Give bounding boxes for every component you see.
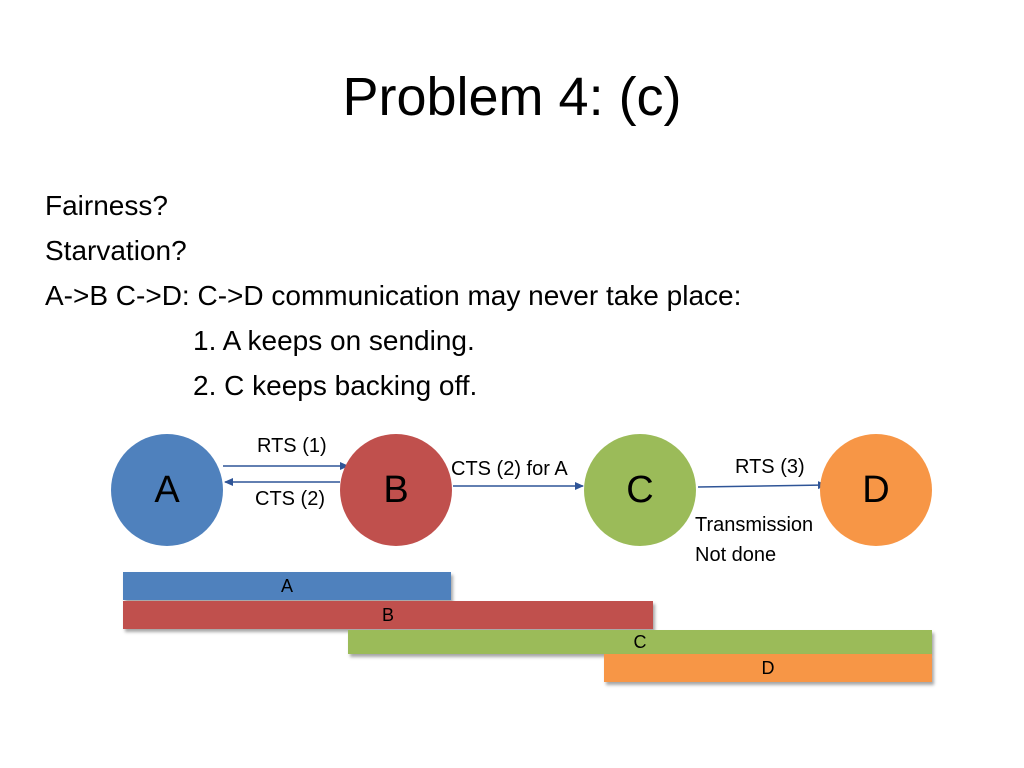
label-cts2: CTS (2): [255, 488, 325, 510]
label-not-done: Not done: [695, 544, 777, 566]
label-transmission: Transmission: [695, 514, 814, 536]
timeline-bar-d: D: [604, 654, 932, 682]
arrow-rts3-c-to-d: [697, 481, 827, 490]
timeline-bar-c: C: [348, 630, 932, 654]
timeline-bar-b: B: [123, 601, 653, 629]
node-a: A: [111, 434, 223, 546]
body-line-fairness: Fairness?: [45, 190, 168, 221]
label-rts3: RTS (3): [735, 456, 805, 478]
body-line-point-2: 2. C keeps backing off.: [193, 370, 478, 401]
node-b: B: [340, 434, 452, 546]
body-line-starvation: Starvation?: [45, 235, 187, 266]
body-line-point-1: 1. A keeps on sending.: [193, 325, 475, 356]
label-rts1: RTS (1): [257, 435, 327, 457]
label-cts2-for-a: CTS (2) for A: [451, 458, 568, 480]
slide-title: Problem 4: (c): [342, 67, 682, 127]
node-d: D: [820, 434, 932, 546]
body-line-scenario: A->B C->D: C->D communication may never …: [45, 280, 742, 311]
timeline-bar-a: A: [123, 572, 451, 600]
slide-body: Fairness? Starvation? A->B C->D: C->D co…: [45, 186, 741, 411]
node-c: C: [584, 434, 696, 546]
